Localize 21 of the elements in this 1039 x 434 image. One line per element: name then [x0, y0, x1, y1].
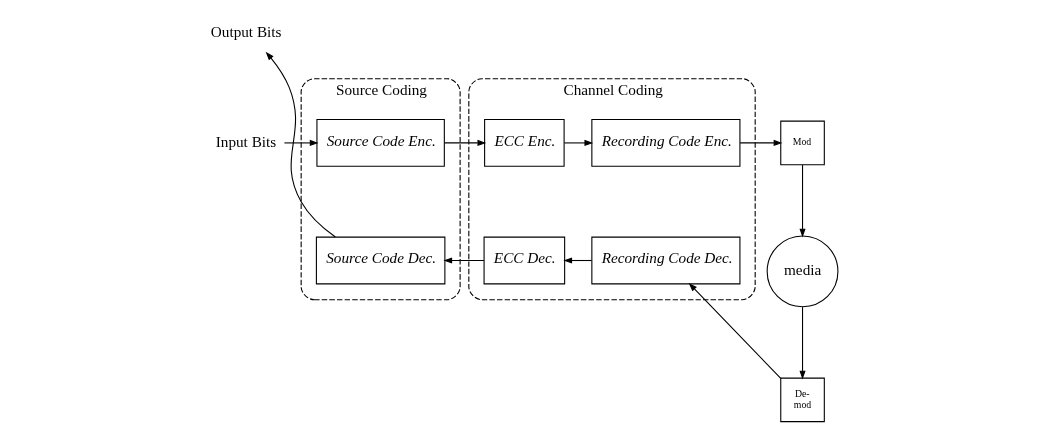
node-box: ECC Enc.: [483, 118, 565, 167]
arrow: [799, 306, 806, 379]
arrow: [688, 282, 781, 379]
node-text: Input Bits: [215, 132, 276, 150]
arrow: [562, 256, 592, 264]
arrow: [265, 51, 336, 237]
node-circle: media: [766, 234, 838, 307]
arrow: [739, 139, 782, 146]
arrow: [799, 164, 806, 237]
arrow: [563, 139, 593, 146]
node-box: Source Code Dec.: [315, 236, 445, 284]
node-text: Output Bits: [210, 22, 281, 40]
node-box: Recording Code Enc.: [590, 118, 740, 167]
arrow: [443, 139, 486, 146]
arrow: [283, 139, 318, 146]
node-box: Mod: [779, 120, 825, 165]
node-box: Source Code Enc.: [315, 118, 445, 167]
node-box: ECC Dec.: [483, 236, 565, 284]
node-box: De- mod: [779, 377, 825, 422]
node-box: Recording Code Dec.: [590, 236, 740, 284]
arrow: [442, 256, 484, 264]
